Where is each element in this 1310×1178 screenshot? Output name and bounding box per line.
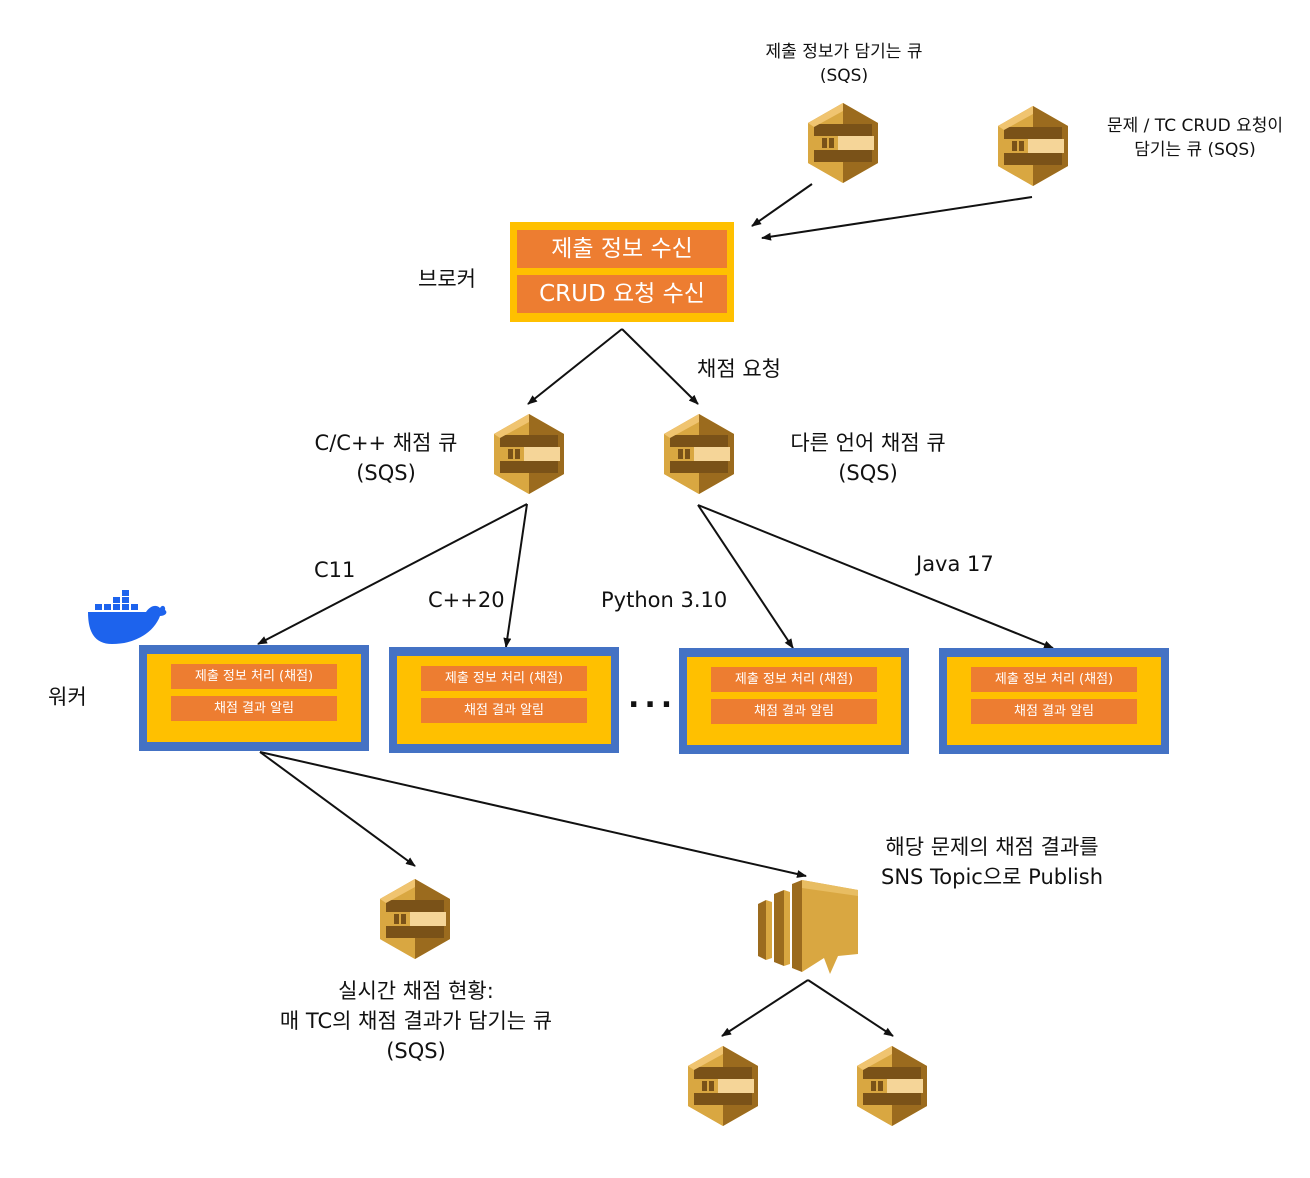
broker-box: 제출 정보 수신 CRUD 요청 수신 [510, 222, 734, 322]
aws-sqs-icon [380, 879, 450, 959]
worker-box-cpp20: 제출 정보 처리 (채점) 채점 결과 알림 [389, 647, 619, 753]
process-submission-bar: 제출 정보 처리 (채점) [421, 666, 587, 691]
crud-receive-bar: CRUD 요청 수신 [517, 275, 727, 313]
aws-sqs-icon [857, 1046, 927, 1126]
aws-sqs-icon [808, 103, 878, 183]
broker-inbound-arrows [751, 183, 1033, 241]
broker-to-queue-arrows [527, 328, 699, 405]
aws-sqs-icon [664, 414, 734, 494]
crud-queue-label: 문제 / TC CRUD 요청이 담기는 큐 (SQS) [1106, 116, 1284, 160]
aws-sqs-icon [998, 106, 1068, 186]
sns-fanout-arrows [721, 979, 894, 1037]
result-notify-bar: 채점 결과 알림 [971, 699, 1137, 724]
aws-sqs-icon [494, 414, 564, 494]
realtime-queue-label: 실시간 채점 현황: 매 TC의 채점 결과가 담기는 큐 (SQS) [279, 979, 553, 1063]
process-submission-bar: 제출 정보 처리 (채점) [171, 664, 337, 689]
sns-publish-label: 해당 문제의 채점 결과를 SNS Topic으로 Publish [880, 835, 1104, 889]
lang-python-label: Python 3.10 [601, 588, 728, 612]
submission-receive-bar: 제출 정보 수신 [517, 230, 727, 268]
result-notify-bar: 채점 결과 알림 [421, 698, 587, 723]
docker-whale-icon [88, 590, 167, 644]
worker-box-python: 제출 정보 처리 (채점) 채점 결과 알림 [679, 648, 909, 754]
result-notify-bar: 채점 결과 알림 [711, 699, 877, 724]
result-notify-bar: 채점 결과 알림 [171, 696, 337, 721]
aws-sns-icon [758, 880, 858, 974]
grading-request-label: 채점 요청 [697, 357, 781, 381]
lang-java-label: Java 17 [916, 552, 994, 576]
more-workers-ellipsis: ... [628, 680, 678, 715]
process-submission-bar: 제출 정보 처리 (채점) [971, 667, 1137, 692]
queue-to-worker-arrows [257, 503, 1054, 649]
aws-sqs-icon [688, 1046, 758, 1126]
other-queue-label: 다른 언어 채점 큐 (SQS) [790, 431, 946, 485]
worker-box-java: 제출 정보 처리 (채점) 채점 결과 알림 [939, 648, 1169, 754]
lang-c11-label: C11 [314, 558, 356, 582]
worker-output-arrows [259, 751, 807, 878]
worker-label: 워커 [48, 685, 87, 709]
submit-queue-label: 제출 정보가 담기는 큐 (SQS) [765, 42, 923, 86]
worker-box-c11: 제출 정보 처리 (채점) 채점 결과 알림 [139, 645, 369, 751]
process-submission-bar: 제출 정보 처리 (채점) [711, 667, 877, 692]
lang-cpp20-label: C++20 [428, 588, 505, 612]
cpp-queue-label: C/C++ 채점 큐 (SQS) [314, 431, 458, 485]
broker-label: 브로커 [418, 267, 476, 291]
